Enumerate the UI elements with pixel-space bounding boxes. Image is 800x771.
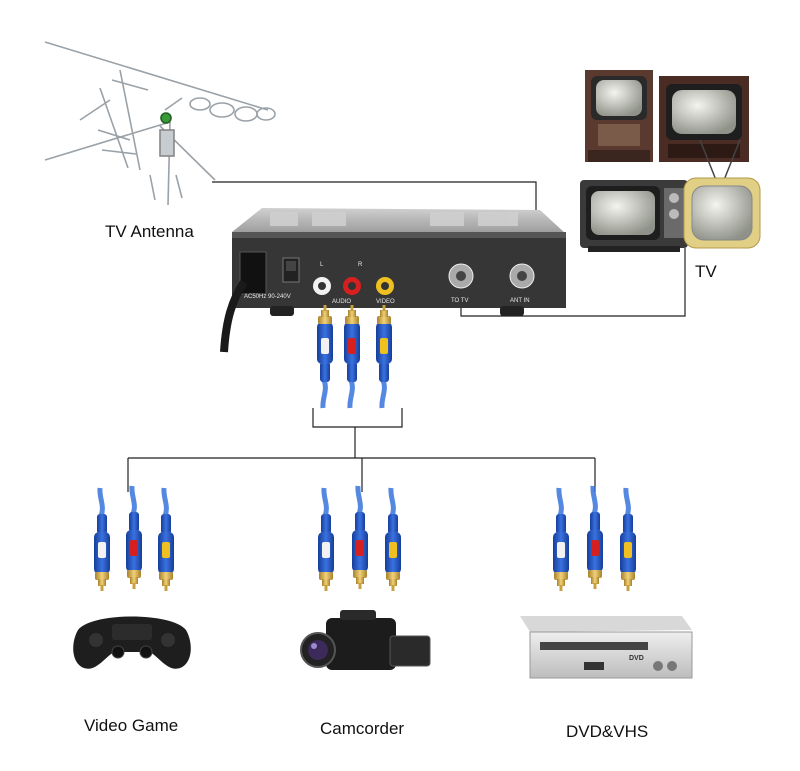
- rca-plug: [344, 305, 360, 409]
- video-jack-label: VIDEO: [376, 299, 395, 305]
- tv-antenna-label: TV Antenna: [105, 222, 194, 241]
- camcorder-rca-cable-set: [318, 485, 401, 591]
- game-rca-cable-set: [94, 485, 174, 591]
- rca-plug: [553, 487, 569, 591]
- rca-plug: [385, 487, 401, 591]
- rca-plug: [317, 305, 333, 409]
- video-game-label: Video Game: [84, 716, 179, 735]
- tv-label: TV: [695, 262, 717, 281]
- rca-plug: [587, 485, 603, 589]
- rca-plug: [352, 485, 368, 589]
- left-channel-label: L: [320, 262, 324, 268]
- rca-plug: [620, 487, 636, 591]
- power-rating-label: AC50Hz 90-240V: [244, 294, 291, 300]
- audio-jack-label: AUDIO: [332, 299, 351, 305]
- dvd-vhs-label: DVD&VHS: [566, 722, 649, 741]
- rca-plug: [126, 485, 142, 589]
- main-rca-cable-set: [317, 305, 392, 409]
- rca-plug: [158, 487, 174, 591]
- game-controller-icon: [73, 616, 191, 669]
- camcorder-icon: [300, 610, 431, 670]
- ant-in-jack-label: ANT IN: [510, 298, 530, 304]
- cable-bracket: [312, 408, 403, 428]
- camcorder-label: Camcorder: [320, 719, 405, 738]
- converter-box: AC50Hz 90-240V L R AUDIO VIDEO TO TV ANT…: [220, 208, 566, 353]
- dvd-rca-cable-set: [553, 485, 636, 591]
- dvd-player-icon: DVD: [520, 616, 693, 679]
- to-tv-jack-label: TO TV: [451, 298, 468, 304]
- rca-plug: [94, 487, 110, 591]
- antenna-icon: [44, 41, 276, 206]
- rca-plug: [318, 487, 334, 591]
- tv-icon: [580, 70, 761, 252]
- rca-plug: [376, 305, 392, 409]
- right-channel-label: R: [358, 262, 363, 268]
- dvd-logo-text: DVD: [629, 655, 644, 662]
